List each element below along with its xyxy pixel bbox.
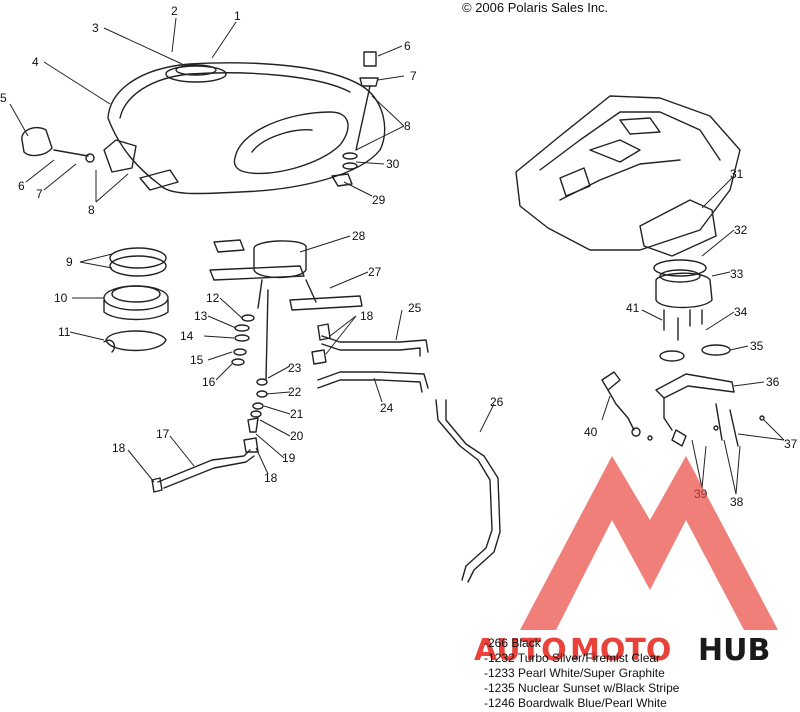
callout-label: 13 bbox=[194, 309, 208, 323]
legend-item: -266 Black bbox=[484, 636, 541, 650]
callout-label: 29 bbox=[372, 193, 386, 207]
callout-label: 12 bbox=[206, 291, 220, 305]
callout-label: 32 bbox=[734, 223, 748, 237]
hose-17-illustration bbox=[151, 449, 255, 493]
callout-label: 6 bbox=[404, 39, 411, 53]
callout-label: 18 bbox=[112, 441, 126, 455]
watermark-text-auto: AUTO bbox=[474, 633, 567, 668]
callout-label: 10 bbox=[54, 291, 68, 305]
vent-valve-illustration bbox=[331, 51, 379, 187]
callout-label: 15 bbox=[190, 353, 204, 367]
fuel-rail-illustration bbox=[601, 371, 765, 447]
throttle-body-illustration bbox=[639, 199, 717, 341]
callout-label: 22 bbox=[288, 385, 302, 399]
callout-label: 11 bbox=[58, 325, 71, 339]
callout-label: 27 bbox=[368, 265, 382, 279]
callout-label: 24 bbox=[380, 401, 394, 415]
callout-label: 28 bbox=[352, 229, 366, 243]
callout-label: 8 bbox=[404, 119, 411, 133]
callout-label: 17 bbox=[156, 427, 170, 441]
callout-label: 7 bbox=[36, 187, 43, 201]
callout-label: 25 bbox=[408, 301, 422, 315]
callout-label: 5 bbox=[0, 91, 7, 105]
callout-label: 14 bbox=[180, 329, 194, 343]
watermark-text-hub: HUB bbox=[698, 633, 770, 668]
callout-label: 8 bbox=[88, 203, 95, 217]
legend-item: -1246 Boardwalk Blue/Pearl White bbox=[484, 696, 667, 710]
leader-lines bbox=[9, 17, 785, 495]
callout-label: 37 bbox=[784, 437, 798, 451]
gas-cap-illustration bbox=[21, 126, 95, 163]
callout-label: 30 bbox=[386, 157, 400, 171]
fuel-tank-illustration bbox=[103, 62, 386, 195]
callout-label: 18 bbox=[264, 471, 278, 485]
hoses-24-25-illustration bbox=[311, 323, 429, 393]
engine-frame-illustration bbox=[515, 95, 741, 251]
callout-label: 2 bbox=[171, 4, 178, 18]
color-legend: -266 Black -1232 Turbo Silver/Firemist C… bbox=[484, 636, 679, 711]
callout-label: 38 bbox=[730, 495, 744, 509]
callout-label: 41 bbox=[626, 301, 640, 315]
copyright-notice: © 2006 Polaris Sales Inc. bbox=[462, 0, 609, 15]
watermark-text-moto: MOTO bbox=[570, 633, 671, 668]
callout-label: 23 bbox=[288, 361, 302, 375]
callout-label: 34 bbox=[734, 305, 748, 319]
callout-label: 1 bbox=[234, 9, 241, 23]
legend-item: -1235 Nuclear Sunset w/Black Stripe bbox=[484, 681, 680, 695]
callout-label: 18 bbox=[360, 309, 374, 323]
watermark-wordmark: AUTO MOTO HUB bbox=[474, 633, 770, 668]
callout-label: 20 bbox=[290, 429, 304, 443]
callout-label: 36 bbox=[766, 375, 780, 389]
clamps-illustration bbox=[659, 344, 731, 362]
callout-label: 3 bbox=[92, 21, 99, 35]
callout-label: 6 bbox=[18, 179, 25, 193]
callout-label: 31 bbox=[730, 167, 744, 181]
callout-label: 9 bbox=[66, 255, 73, 269]
callout-label: 19 bbox=[282, 451, 296, 465]
callout-label: 33 bbox=[730, 267, 744, 281]
fuel-pump-assembly-illustration bbox=[209, 239, 363, 311]
legend-item: -1233 Pearl White/Super Graphite bbox=[484, 666, 665, 680]
fuel-pump-ring-illustration bbox=[103, 247, 169, 352]
watermark-triangle bbox=[520, 456, 778, 630]
clip-11-illustration bbox=[103, 339, 116, 353]
callout-label: 16 bbox=[202, 375, 216, 389]
callout-label: 35 bbox=[750, 339, 764, 353]
hose-26-illustration bbox=[435, 399, 501, 583]
callout-label: 7 bbox=[410, 69, 417, 83]
callout-label: 21 bbox=[290, 407, 304, 421]
legend-item: -1232 Turbo Silver/Firemist Clear bbox=[484, 651, 661, 665]
watermark-logo bbox=[520, 456, 778, 630]
callout-label: 26 bbox=[490, 395, 504, 409]
callout-label: 4 bbox=[32, 55, 39, 69]
fuel-line-fittings-illustration bbox=[231, 289, 269, 453]
callout-labels: 1 2 3 4 5 6 7 8 6 7 8 30 29 9 10 11 28 2… bbox=[0, 4, 798, 509]
callout-label: 40 bbox=[584, 425, 598, 439]
